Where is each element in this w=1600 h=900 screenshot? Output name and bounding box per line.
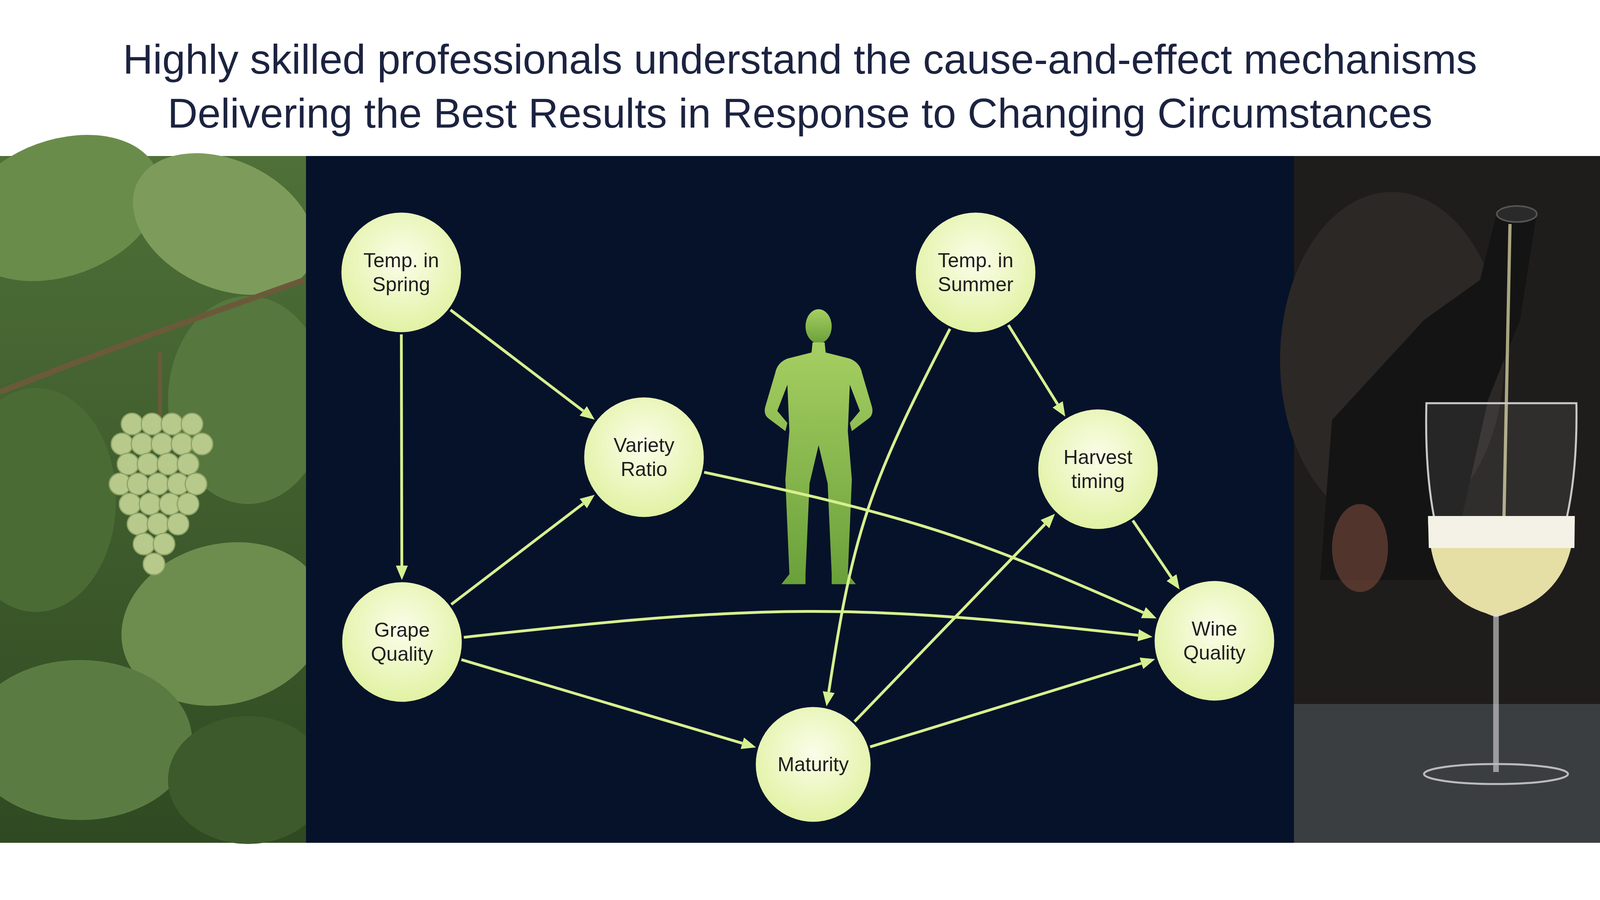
grape <box>121 413 143 435</box>
slide-title: Highly skilled professionals understand … <box>80 32 1520 141</box>
cause-circle: Wine Quality <box>1154 580 1275 702</box>
node-label: Temp. in Spring <box>351 248 452 297</box>
grape <box>117 453 139 475</box>
grape <box>181 413 203 435</box>
grape <box>131 433 153 455</box>
cause-arrow <box>828 328 950 692</box>
wine-liquid <box>1428 516 1575 616</box>
grape-stalk <box>158 352 162 420</box>
cause-arrow <box>854 524 1045 722</box>
circle-outline <box>340 212 462 333</box>
cause-arrow <box>401 334 402 566</box>
hand <box>1332 504 1388 592</box>
glass-bowl <box>1426 403 1577 616</box>
cause-circle: Harvest timing <box>1037 408 1159 530</box>
bottle-mouth <box>1496 206 1537 222</box>
grape <box>141 413 163 435</box>
vine-stem <box>0 280 304 392</box>
glass-foot <box>1424 764 1568 784</box>
cause-arrow <box>870 663 1142 747</box>
grape <box>157 453 179 475</box>
circle-outline <box>1154 580 1275 702</box>
connector-group <box>401 310 1172 747</box>
grape <box>171 433 193 455</box>
table-surface <box>1294 704 1600 843</box>
circle-fill <box>916 212 1036 333</box>
circle-outline <box>341 581 463 703</box>
node-label: Variety Ratio <box>594 433 694 482</box>
grape <box>167 513 189 535</box>
cause-circle: Maturity <box>755 706 872 823</box>
grape-bunch <box>109 413 213 575</box>
cause-arrow <box>450 310 584 411</box>
grape <box>177 493 199 515</box>
node-label: Wine Quality <box>1164 616 1265 665</box>
wine-foam <box>1428 516 1575 548</box>
grape <box>127 473 149 495</box>
grape <box>127 513 149 535</box>
grape <box>151 433 173 455</box>
title-block: Highly skilled professionals understand … <box>80 32 1520 141</box>
grape <box>177 453 199 475</box>
grape <box>153 533 175 555</box>
grape <box>143 553 165 575</box>
cause-arrow <box>464 611 1139 638</box>
glass-stem <box>1493 614 1499 772</box>
circle-fill <box>584 397 704 518</box>
vine-leaf <box>168 296 328 504</box>
grape <box>111 433 133 455</box>
circle-fill <box>1154 581 1275 701</box>
cause-arrow <box>461 659 743 744</box>
vine-leaf <box>168 716 328 844</box>
vine-leaf <box>110 125 338 323</box>
circle-fill <box>342 582 462 702</box>
cause-circle: Temp. in Spring <box>340 212 462 333</box>
person-head <box>805 309 832 344</box>
vine-leaf <box>0 388 116 612</box>
diagram-panel <box>306 156 1294 843</box>
circle-fill <box>1038 409 1158 530</box>
vine-leaf <box>0 660 192 820</box>
grape <box>137 453 159 475</box>
cause-circle: Variety Ratio <box>583 396 705 518</box>
grape <box>191 433 213 455</box>
circle-fill <box>755 706 871 822</box>
node-label: Temp. in Summer <box>925 248 1026 297</box>
grape <box>133 533 155 555</box>
grape <box>147 513 169 535</box>
cause-arrow <box>451 503 584 605</box>
circle-fill <box>341 212 462 333</box>
node-label: Harvest timing <box>1048 445 1148 494</box>
cause-circle: Grape Quality <box>341 581 463 703</box>
grape <box>139 493 161 515</box>
cause-arrow <box>1132 520 1172 578</box>
grape <box>119 493 141 515</box>
cause-circle: Temp. in Summer <box>915 212 1036 333</box>
circle-outline <box>915 212 1036 333</box>
cause-arrow <box>1008 325 1058 405</box>
circle-outline <box>1037 408 1159 530</box>
circle-outline <box>583 396 705 518</box>
grape <box>147 473 169 495</box>
grape <box>185 473 207 495</box>
node-label: Maturity <box>777 752 849 777</box>
grape <box>161 413 183 435</box>
node-label: Grape Quality <box>352 618 452 666</box>
